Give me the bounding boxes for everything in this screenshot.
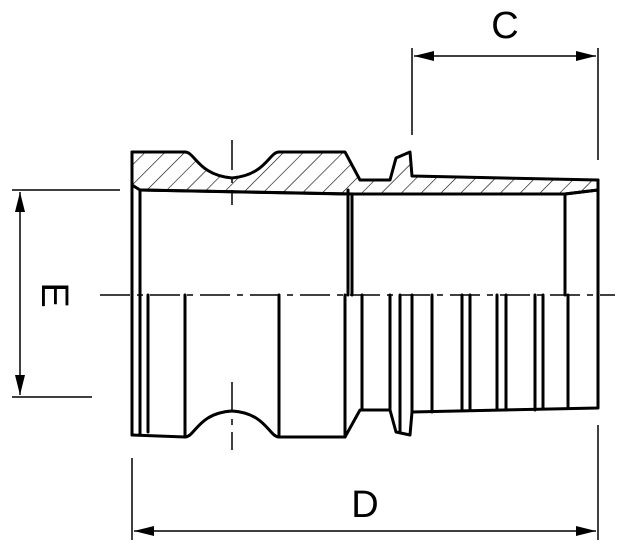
dimension-label-d: D [351,484,378,526]
adapter-body [130,150,600,439]
dimension-d: D [131,425,599,540]
dimension-e: E [12,189,120,398]
dimension-label-e: E [33,282,75,307]
dimension-c: C [411,5,599,160]
hatched-section-wall [130,150,600,196]
dimension-label-c: C [491,5,518,47]
